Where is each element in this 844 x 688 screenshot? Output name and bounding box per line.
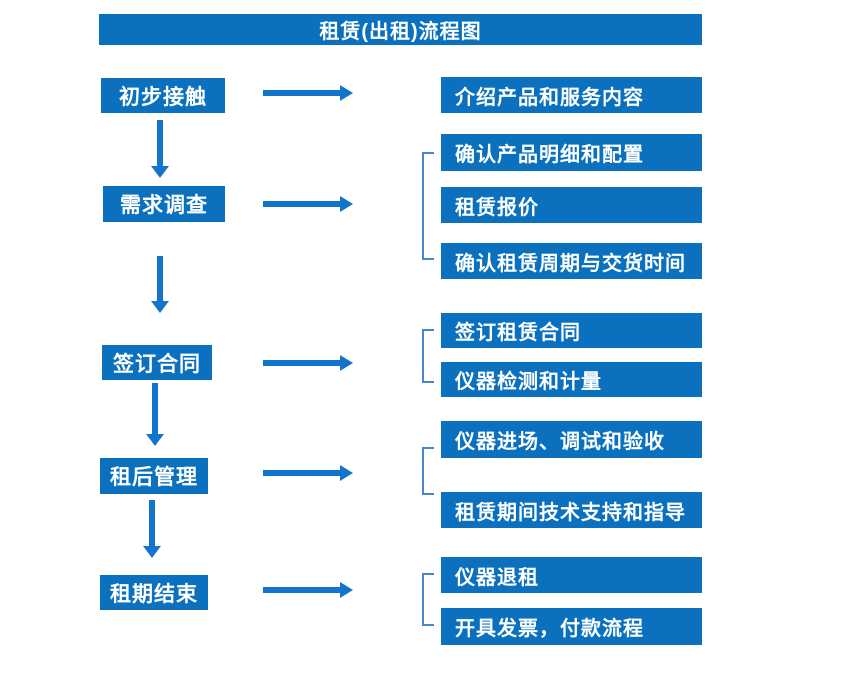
step-box-initial-contact: 初步接触 bbox=[101, 78, 225, 113]
arrow-head bbox=[143, 546, 161, 558]
step-box-demand-survey: 需求调查 bbox=[103, 186, 225, 222]
detail-box-confirm-product-details: 确认产品明细和配置 bbox=[441, 134, 702, 171]
detail-box-technical-support: 租赁期间技术支持和指导 bbox=[441, 492, 702, 528]
detail-label: 租赁期间技术支持和指导 bbox=[455, 501, 686, 524]
arrow-shaft bbox=[263, 360, 342, 366]
detail-box-introduce-products: 介绍产品和服务内容 bbox=[441, 77, 702, 113]
arrow-head bbox=[340, 465, 353, 481]
detail-box-instrument-inspection: 仪器检测和计量 bbox=[441, 362, 702, 397]
right-arrow-icon bbox=[263, 85, 353, 101]
detail-box-invoice-payment: 开具发票，付款流程 bbox=[441, 608, 702, 645]
step-label: 需求调查 bbox=[120, 194, 208, 217]
step-box-rental-end: 租期结束 bbox=[100, 575, 208, 610]
detail-label: 确认产品明细和配置 bbox=[455, 144, 644, 166]
down-arrow-icon bbox=[151, 256, 169, 313]
down-arrow-icon bbox=[146, 383, 164, 446]
group-bracket-icon bbox=[422, 329, 434, 383]
detail-box-rental-quote: 租赁报价 bbox=[441, 187, 702, 223]
step-box-post-rental-management: 租后管理 bbox=[100, 458, 208, 494]
arrow-head bbox=[340, 582, 353, 598]
arrow-head bbox=[151, 166, 169, 178]
detail-box-instrument-return: 仪器退租 bbox=[441, 557, 702, 593]
flowchart-title-bar: 租赁(出租)流程图 bbox=[99, 14, 702, 45]
detail-label: 介绍产品和服务内容 bbox=[455, 86, 644, 109]
detail-label: 确认租赁周期与交货时间 bbox=[455, 252, 686, 275]
detail-box-confirm-rental-period: 确认租赁周期与交货时间 bbox=[441, 243, 702, 279]
step-box-sign-contract: 签订合同 bbox=[102, 345, 212, 380]
arrow-shaft bbox=[152, 383, 158, 435]
arrow-shaft bbox=[263, 201, 342, 207]
arrow-shaft bbox=[263, 587, 342, 593]
right-arrow-icon bbox=[263, 465, 353, 481]
down-arrow-icon bbox=[143, 500, 161, 558]
step-label: 初步接触 bbox=[119, 85, 207, 109]
group-bracket-icon bbox=[422, 152, 434, 260]
arrow-shaft bbox=[263, 90, 342, 96]
right-arrow-icon bbox=[263, 196, 353, 212]
arrow-shaft bbox=[263, 470, 342, 476]
arrow-head bbox=[146, 434, 164, 446]
arrow-head bbox=[340, 85, 353, 101]
right-arrow-icon bbox=[263, 355, 353, 371]
step-label: 租期结束 bbox=[110, 582, 198, 606]
step-label: 租后管理 bbox=[110, 466, 198, 489]
step-label: 签订合同 bbox=[113, 352, 201, 376]
detail-label: 仪器退租 bbox=[455, 566, 539, 589]
detail-label: 仪器检测和计量 bbox=[455, 371, 602, 393]
detail-label: 签订租赁合同 bbox=[455, 322, 581, 344]
arrow-shaft bbox=[157, 120, 163, 167]
arrow-head bbox=[340, 355, 353, 371]
group-bracket-icon bbox=[422, 447, 434, 495]
detail-label: 仪器进场、调试和验收 bbox=[455, 431, 665, 453]
right-arrow-icon bbox=[263, 582, 353, 598]
detail-box-sign-rental-contract: 签订租赁合同 bbox=[441, 313, 702, 348]
detail-label: 开具发票，付款流程 bbox=[455, 618, 644, 640]
detail-label: 租赁报价 bbox=[455, 196, 539, 219]
down-arrow-icon bbox=[151, 120, 169, 178]
flowchart-title: 租赁(出租)流程图 bbox=[319, 21, 482, 43]
arrow-shaft bbox=[157, 256, 163, 302]
arrow-head bbox=[151, 301, 169, 313]
arrow-shaft bbox=[149, 500, 155, 547]
group-bracket-icon bbox=[422, 573, 434, 626]
detail-box-instrument-setup: 仪器进场、调试和验收 bbox=[441, 421, 702, 458]
arrow-head bbox=[340, 196, 353, 212]
